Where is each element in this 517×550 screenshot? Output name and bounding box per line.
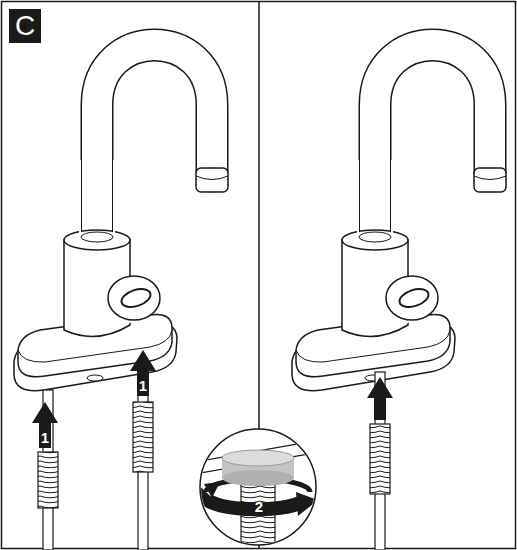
callout-number: 1: [139, 378, 147, 393]
step-letter: C: [15, 12, 35, 40]
callout-number: 2: [255, 499, 263, 514]
push-arrow: [130, 350, 156, 396]
callout-number: 1: [41, 430, 49, 445]
push-arrow: [32, 402, 58, 448]
step-letter-box: C: [9, 9, 41, 43]
push-arrow: [367, 377, 393, 420]
